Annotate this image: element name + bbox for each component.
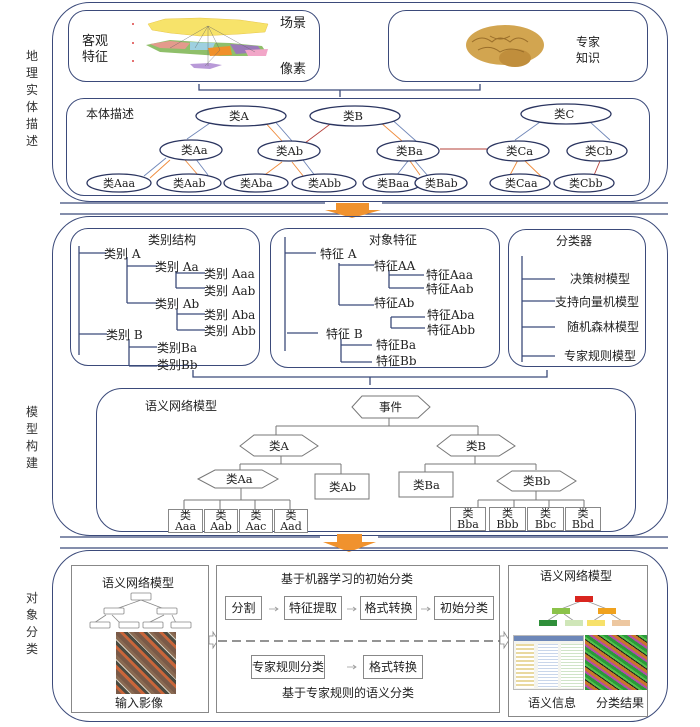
object-features-panel bbox=[270, 228, 500, 368]
semantic-info-screenshot bbox=[513, 635, 584, 690]
category-item-ab: 类别 Ab bbox=[155, 297, 200, 311]
expert-step-rule-classify: 专家规则分类 bbox=[251, 655, 325, 679]
ml-step-initial-classify: 初始分类 bbox=[434, 596, 494, 620]
classification-result-image bbox=[585, 635, 647, 690]
scene-label: 场景 bbox=[280, 16, 307, 31]
category-item-bb: 类别Bb bbox=[157, 358, 198, 372]
feature-item-aa: 特征AA bbox=[374, 259, 416, 273]
sem-node-ab: 类Ab bbox=[329, 480, 357, 494]
section-object-classify-frame bbox=[52, 550, 668, 722]
ontology-panel bbox=[66, 98, 650, 196]
category-item-aa: 类别 Aa bbox=[155, 260, 199, 274]
classifier-expert-rule: 专家规则模型 bbox=[564, 349, 637, 363]
classifier-panel bbox=[508, 229, 646, 367]
objective-feature-label: 客观特征 bbox=[82, 34, 109, 65]
output-panel-title: 语义网络模型 bbox=[540, 569, 613, 583]
input-image-caption: 输入影像 bbox=[115, 696, 164, 710]
node-label-class-aab: 类Aab bbox=[173, 177, 206, 190]
node-label-class-baa: 类Baa bbox=[377, 177, 410, 190]
category-item-ba: 类别Ba bbox=[157, 341, 197, 355]
node-label-class-ca: 类Ca bbox=[506, 144, 534, 158]
node-label-class-b: 类B bbox=[343, 109, 363, 123]
expert-knowledge-panel bbox=[388, 10, 648, 82]
process-panel bbox=[216, 565, 500, 713]
sem-node-a: 类A bbox=[269, 439, 289, 453]
sem-node-bb: 类Bb bbox=[523, 474, 551, 488]
category-item-a: 类别 A bbox=[104, 247, 141, 261]
classification-result-caption: 分类结果 bbox=[596, 696, 645, 710]
section-geo-entity-frame bbox=[52, 2, 668, 202]
sem-node-b: 类B bbox=[466, 439, 486, 453]
node-label-class-cb: 类Cb bbox=[585, 144, 613, 158]
node-label-class-aaa: 类Aaa bbox=[103, 177, 136, 190]
side-label-geo-entity: 地理实体描述 bbox=[25, 49, 38, 148]
feature-item-abb: 特征Abb bbox=[427, 323, 476, 337]
ml-step-segmentation: 分割 bbox=[225, 596, 262, 620]
semantic-info-caption: 语义信息 bbox=[528, 696, 577, 710]
classifier-decision-tree: 决策树模型 bbox=[570, 272, 631, 286]
feature-item-ba: 特征Ba bbox=[376, 338, 416, 352]
side-label-object-classify: 对象分类 bbox=[25, 591, 38, 656]
feature-item-aba: 特征Aba bbox=[427, 308, 475, 322]
ontology-title: 本体描述 bbox=[86, 107, 135, 121]
node-label-class-a: 类A bbox=[229, 109, 249, 123]
feature-item-aaa: 特征Aaa bbox=[426, 268, 473, 282]
sem-node-aa: 类Aa bbox=[226, 472, 253, 486]
feature-item-b: 特征 B bbox=[326, 327, 363, 341]
object-features-title: 对象特征 bbox=[369, 233, 418, 247]
node-label-class-ab: 类Ab bbox=[276, 144, 304, 158]
node-label-class-caa: 类Caa bbox=[505, 177, 538, 190]
node-label-class-bab: 类Bab bbox=[425, 177, 458, 190]
feature-item-bb: 特征Bb bbox=[376, 354, 417, 368]
semantic-network-title: 语义网络模型 bbox=[145, 399, 218, 413]
node-label-class-cbb: 类Cbb bbox=[569, 177, 603, 190]
category-structure-title: 类别结构 bbox=[148, 233, 197, 247]
classifier-random-forest: 随机森林模型 bbox=[567, 320, 640, 334]
input-aerial-image bbox=[116, 632, 176, 694]
input-panel-title: 语义网络模型 bbox=[102, 576, 175, 590]
node-label-class-ba: 类Ba bbox=[396, 144, 423, 158]
feature-item-aab: 特征Aab bbox=[426, 282, 474, 296]
category-structure-panel bbox=[70, 228, 260, 366]
side-label-model-build: 模型构建 bbox=[25, 405, 38, 470]
category-item-aba: 类别 Aba bbox=[204, 308, 256, 322]
sem-node-event: 事件 bbox=[379, 400, 402, 414]
node-label-class-abb: 类Abb bbox=[308, 177, 342, 190]
node-label-class-c: 类C bbox=[554, 107, 575, 121]
sem-node-ba: 类Ba bbox=[413, 478, 440, 492]
node-label-class-aa: 类Aa bbox=[181, 143, 208, 157]
classifier-svm: 支持向量机模型 bbox=[555, 295, 640, 309]
classifier-title: 分类器 bbox=[556, 234, 593, 248]
semantic-network-panel bbox=[96, 388, 636, 532]
category-item-aaa: 类别 Aaa bbox=[204, 267, 255, 281]
ml-step-format-convert: 格式转换 bbox=[360, 596, 417, 620]
node-label-class-aba: 类Aba bbox=[240, 177, 273, 190]
feature-item-a: 特征 A bbox=[320, 247, 357, 261]
pixel-label: 像素 bbox=[280, 62, 307, 77]
category-item-b: 类别 B bbox=[106, 328, 143, 342]
expert-knowledge-label: 专家知识 bbox=[576, 35, 601, 65]
category-item-abb: 类别 Abb bbox=[204, 324, 256, 338]
scene-panel bbox=[68, 10, 320, 82]
expert-step-format-convert: 格式转换 bbox=[363, 655, 423, 679]
expert-classify-title: 基于专家规则的语义分类 bbox=[282, 686, 415, 700]
category-item-aab: 类别 Aab bbox=[204, 284, 256, 298]
ml-step-feature-extract: 特征提取 bbox=[284, 596, 342, 620]
ml-classify-title: 基于机器学习的初始分类 bbox=[281, 572, 414, 586]
feature-item-ab: 特征Ab bbox=[374, 296, 415, 310]
